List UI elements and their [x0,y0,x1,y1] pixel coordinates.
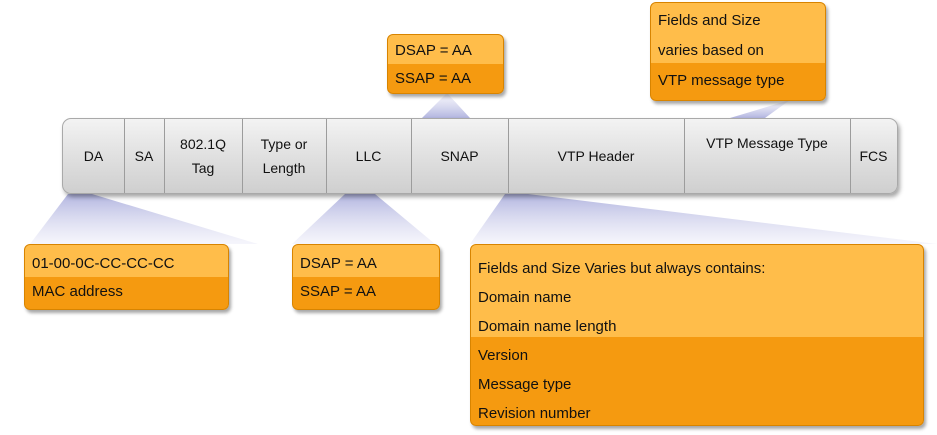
callout-llc: DSAP = AA SSAP = AA [292,244,440,310]
field-802-1q-tag: 802.1Q Tag [180,136,226,176]
callout-line: DSAP = AA [300,255,377,272]
pointer-snap-top [422,93,470,118]
callout-line: Domain name [478,289,572,306]
callout-line: Message type [478,376,572,393]
callout-line: 01-00-0C-CC-CC-CC [32,255,175,272]
callout-line: Revision number [478,405,591,422]
field-divider [242,119,243,193]
field-da: DA [83,148,104,164]
field-vtp-message-type: VTP Message Type [706,135,828,151]
pointer-da [30,194,258,244]
callout-line: Domain name length [478,318,617,335]
pointer-message-type [730,100,790,118]
callout-message-type: Fields and Size varies based on VTP mess… [650,2,826,101]
field-fcs: FCS [859,148,888,164]
pointer-llc [292,194,435,244]
callout-heading: Fields and Size Varies but always contai… [478,260,766,277]
callout-line: SSAP = AA [300,283,377,300]
field-llc: LLC [355,148,382,164]
field-divider [164,119,165,193]
callout-line: SSAP = AA [395,70,472,87]
field-divider [124,119,125,193]
field-type-or-length: Type or Length [260,136,308,176]
field-divider [411,119,412,193]
callout-vtp-header: Fields and Size Varies but always contai… [470,244,924,426]
field-divider [326,119,327,193]
vtp-frame-bar: DA SA 802.1Q Tag Type or Length LLC SNAP… [62,118,898,194]
field-divider [508,119,509,193]
callout-line: DSAP = AA [395,42,472,59]
field-divider [684,119,685,193]
field-snap: SNAP [440,148,479,164]
field-vtp-header: VTP Header [557,148,635,164]
callout-line: varies based on [658,42,764,59]
callout-da: 01-00-0C-CC-CC-CC MAC address [24,244,229,310]
callout-line: VTP message type [658,72,785,89]
field-sa: SA [134,148,154,164]
callout-line: MAC address [32,283,123,300]
callout-line: Fields and Size [658,12,761,29]
field-divider [850,119,851,193]
pointer-vtp-header [470,194,937,244]
callout-snap-top: DSAP = AA SSAP = AA [387,34,504,94]
callout-line: Version [478,347,529,364]
